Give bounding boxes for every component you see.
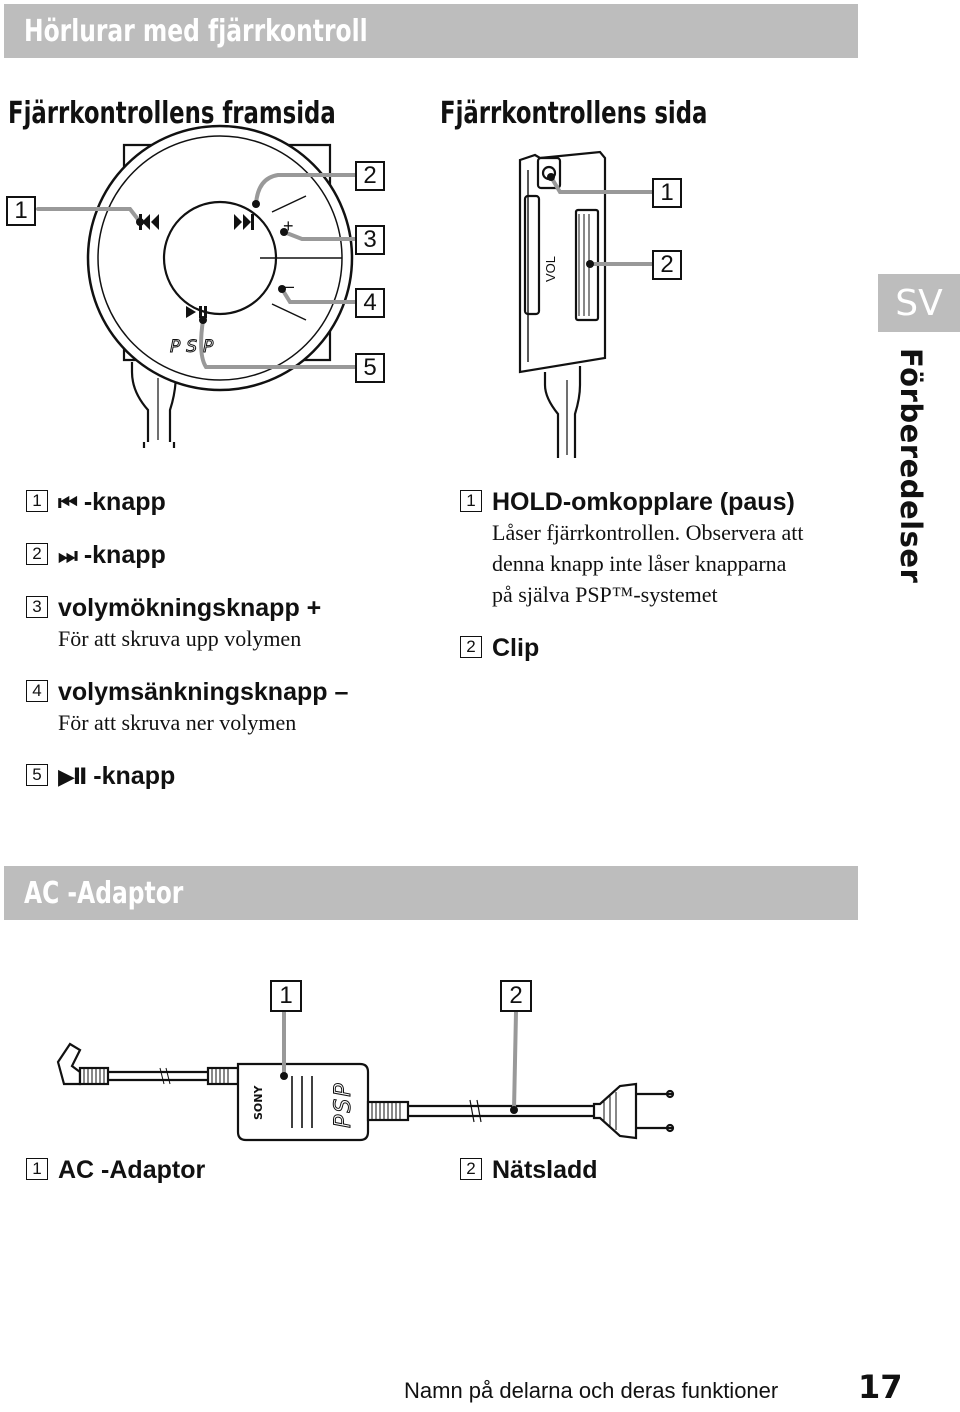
next-track-icon [234, 214, 254, 230]
item-desc-line: Låser fjärrkontrollen. Observera att [492, 520, 804, 545]
item-number: 5 [26, 764, 48, 787]
item-desc: För att skruva upp volymen [58, 626, 302, 651]
callout-front-1: 1 [6, 196, 36, 226]
callout-front-5: 5 [355, 353, 385, 383]
front-item-2: 2 ⏭-knapp [26, 541, 166, 570]
callout-front-4: 4 [355, 288, 385, 318]
remote-side-illustration: VOL [518, 150, 607, 458]
item-title: -knapp [83, 488, 166, 516]
callout-front-2: 2 [355, 161, 385, 191]
footer-text: Namn på delarna och deras funktioner [404, 1378, 779, 1403]
item-number: 2 [460, 636, 482, 659]
item-title: -knapp [93, 762, 176, 790]
front-item-4: 4 volymsänkningsknapp – För att skruva ne… [26, 678, 348, 738]
ac-section-bar: AC -Adaptor [4, 866, 858, 920]
psp-logo: PSP [170, 337, 219, 357]
item-title: volymsänkningsknapp – [58, 678, 349, 706]
side-callout-lines [549, 175, 654, 266]
item-number: 1 [460, 490, 482, 513]
front-callout-lines [36, 173, 357, 369]
item-number: 2 [460, 1158, 482, 1181]
front-item-3: 3 volymökningsknapp + För att skruva upp … [26, 594, 321, 654]
prev-track-glyph: ⏮ [58, 491, 78, 516]
play-pause-glyph: ▶II [58, 765, 87, 790]
item-number: 1 [26, 1158, 48, 1181]
item-title: Nätsladd [492, 1156, 598, 1184]
ac-callout-lines [282, 1010, 518, 1112]
item-number: 3 [26, 596, 48, 619]
ac-adaptor-illustration: SONY PSP [56, 1042, 675, 1142]
front-callout-dots [136, 200, 288, 324]
vol-label: VOL [543, 256, 558, 282]
minus-label: – [284, 276, 294, 296]
page-number: 17 [858, 1368, 903, 1406]
side-heading: Fjärrkontrollens sida [440, 96, 708, 131]
item-number: 1 [26, 490, 48, 513]
side-item-2: 2 Clip [460, 634, 539, 663]
item-title: AC -Adaptor [58, 1156, 206, 1184]
item-number: 2 [26, 543, 48, 566]
item-desc: För att skruva ner volymen [58, 710, 297, 735]
sony-logo: SONY [252, 1085, 265, 1120]
item-desc-line: på själva PSP™-systemet [492, 582, 718, 607]
item-title: Clip [492, 634, 540, 662]
item-title: volymökningsknapp + [58, 594, 322, 622]
front-item-5: 5 ▶II-knapp [26, 762, 175, 791]
psp-logo-ac: PSP [331, 1082, 356, 1129]
callout-ac-1: 1 [270, 980, 302, 1012]
language-tab: SV [878, 274, 960, 332]
next-track-glyph: ⏭ [58, 544, 78, 569]
play-pause-icon [186, 306, 207, 318]
plus-label: + [283, 216, 294, 236]
item-title: -knapp [83, 541, 166, 569]
side-item-1: 1 HOLD-omkopplare (paus) Låser fjärrkontr… [460, 488, 804, 610]
front-item-1: 1 ⏮-knapp [26, 488, 166, 517]
section-side-label: Förberedelser [894, 348, 928, 584]
callout-side-2: 2 [652, 250, 682, 280]
callout-ac-2: 2 [500, 980, 532, 1012]
callout-side-1: 1 [652, 178, 682, 208]
item-title: HOLD-omkopplare (paus) [492, 488, 795, 516]
section-header-title: Hörlurar med fjärrkontroll [24, 13, 368, 49]
item-desc-line: denna knapp inte låser knapparna [492, 551, 787, 576]
section-header-bar: Hörlurar med fjärrkontroll [4, 4, 858, 58]
item-number: 4 [26, 680, 48, 703]
callout-front-3: 3 [355, 225, 385, 255]
remote-front-illustration: + – PSP [86, 124, 354, 448]
ac-section-title: AC -Adaptor [24, 875, 184, 911]
front-heading: Fjärrkontrollens framsida [8, 96, 336, 131]
ac-item-1: 1 AC -Adaptor [26, 1156, 205, 1185]
ac-item-2: 2 Nätsladd [460, 1156, 598, 1185]
